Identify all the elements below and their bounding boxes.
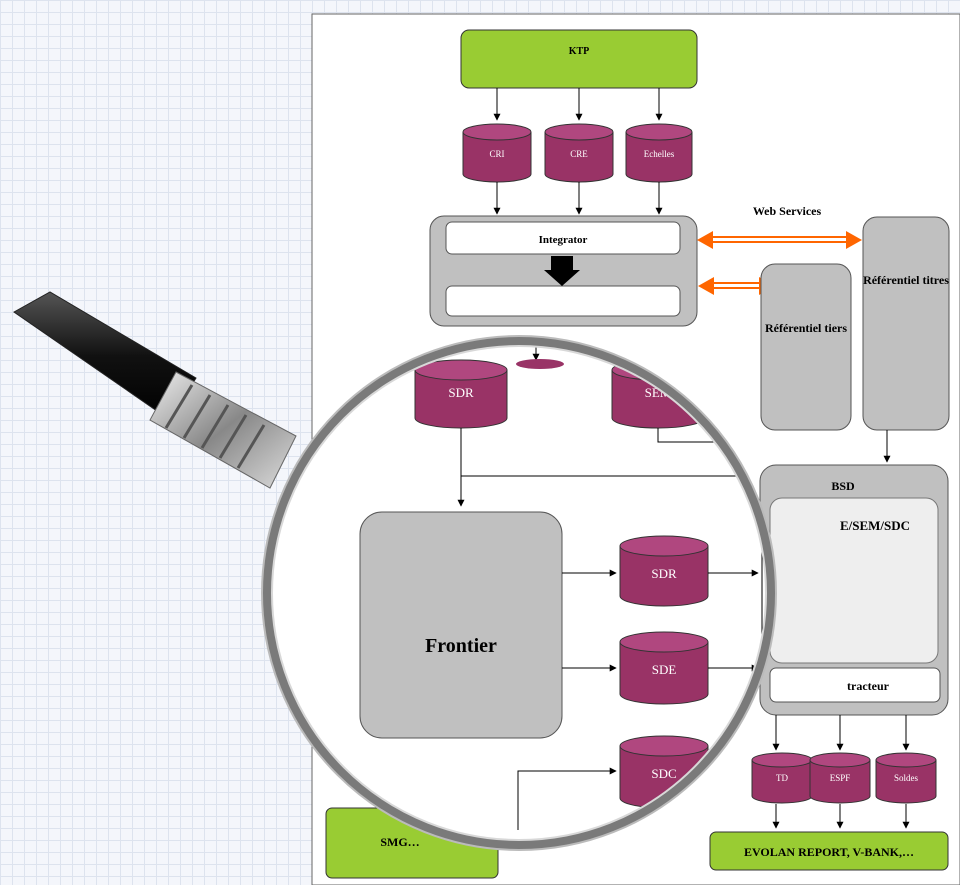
sdr-label: SDR: [651, 566, 677, 581]
referentiel-tiers-label: Référentiel tiers: [764, 321, 848, 335]
referentiel-titres-label: Référentiel titres: [863, 273, 949, 287]
ktp-box: [460, 29, 698, 89]
integrator-box: [445, 221, 681, 255]
bsd-label: BSD: [831, 479, 855, 493]
echelles-label: Echelles: [644, 149, 675, 159]
cri-label: CRI: [489, 149, 504, 159]
smg-label: SMG…: [380, 835, 419, 849]
td-cylinder: TD: [751, 752, 813, 804]
integrator-label: Integrator: [539, 234, 588, 246]
magnifier-handle: [13, 291, 297, 489]
frontier-box: [359, 511, 563, 739]
evolan-report-box: [709, 831, 949, 871]
sde-label: SDE: [652, 662, 677, 677]
frontier-label: Frontier: [425, 635, 497, 657]
sdr-top-cylinder: SDR: [414, 359, 508, 429]
soldes-label: Soldes: [894, 773, 919, 783]
cre-label: CRE: [570, 149, 588, 159]
espf-label: ESPF: [830, 773, 851, 783]
extracteur-label: tracteur: [847, 679, 890, 693]
magnifier-lens: SDR SEM Frontier SDR: [261, 335, 777, 851]
cri-cylinder: CRI: [462, 123, 532, 183]
flow-arrow-icon: [544, 256, 580, 286]
evolan-report-label: EVOLAN REPORT, V-BANK,…: [744, 845, 914, 859]
sde-cylinder: SDE: [619, 631, 709, 705]
cre-cylinder: CRE: [544, 123, 614, 183]
referentiel-tiers-box: [760, 263, 852, 431]
soldes-cylinder: Soldes: [875, 752, 937, 804]
web-services-label: Web Services: [753, 204, 822, 218]
sdr-top-label: SDR: [448, 385, 474, 400]
web-services-arrow: [697, 231, 862, 249]
td-label: TD: [776, 773, 788, 783]
echelles-cylinder: Echelles: [625, 123, 693, 183]
ktp-label: KTP: [569, 46, 590, 57]
sdc-label: SDC: [651, 766, 676, 781]
bsd-inner-label: E/SEM/SDC: [840, 518, 910, 533]
espf-cylinder: ESPF: [809, 752, 871, 804]
sdr-cylinder: SDR: [619, 535, 709, 607]
referentiel-titres-box: [862, 216, 950, 431]
